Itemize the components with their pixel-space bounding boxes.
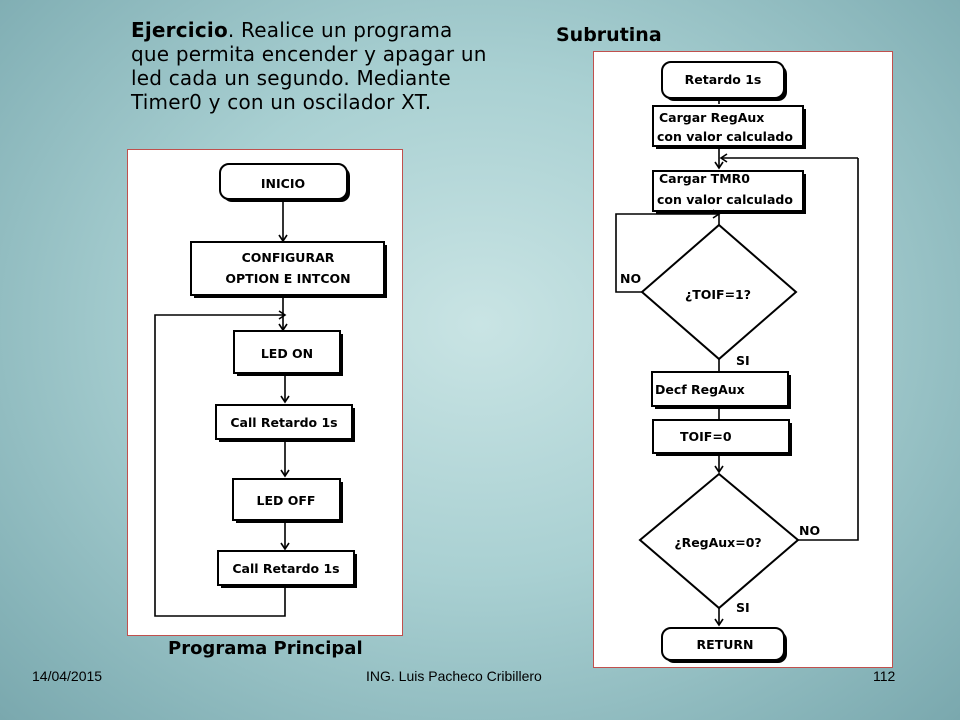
main-program-panel: INICIO CONFIGURAR OPTION E INTCON LED ON…: [127, 149, 403, 636]
return-terminal: [661, 627, 785, 661]
regaux-no-label: NO: [799, 523, 820, 538]
footer-date: 14/04/2015: [32, 668, 103, 684]
cargar-tmr0-label-2: con valor calculado: [657, 192, 793, 207]
configurar-label-1: CONFIGURAR: [242, 250, 335, 265]
call-retardo-label-1: Call Retardo 1s: [230, 415, 337, 430]
call-retardo-box-1: [215, 404, 353, 440]
footer-page-number: 112: [873, 668, 896, 684]
call-retardo-label-2: Call Retardo 1s: [232, 561, 339, 576]
exercise-statement: Ejercicio. Realice un programa que permi…: [131, 18, 491, 114]
cargar-regaux-label-1: Cargar RegAux: [659, 110, 764, 125]
decf-regaux-label: Decf RegAux: [655, 382, 745, 397]
regaux-no-connector: [798, 158, 859, 541]
led-off-box: [232, 478, 341, 521]
toif-question: ¿TOIF=1?: [685, 287, 751, 302]
main-program-caption: Programa Principal: [168, 638, 363, 659]
exercise-text: . Realice un programa que permita encend…: [131, 18, 487, 114]
toif-no-connector: [615, 213, 719, 293]
cargar-regaux-box: [652, 105, 804, 147]
return-label: RETURN: [697, 637, 754, 652]
call-retardo-box-2: [217, 550, 355, 586]
main-flowchart: INICIO CONFIGURAR OPTION E INTCON LED ON…: [154, 163, 387, 617]
toif-clear-label: TOIF=0: [680, 429, 732, 444]
configurar-box: [190, 241, 385, 296]
toif-no-label: NO: [620, 271, 641, 286]
configurar-label-2: OPTION E INTCON: [225, 271, 350, 286]
cargar-regaux-label-2: con valor calculado: [657, 129, 793, 144]
main-loop-connector: [154, 314, 286, 617]
subroutine-flowchart: Retardo 1s Cargar RegAux con valor calcu…: [615, 61, 859, 663]
decf-regaux-box: [651, 371, 789, 407]
regaux-si-label: SI: [736, 600, 750, 615]
toif-si-label: SI: [736, 353, 750, 368]
inicio-label: INICIO: [261, 176, 305, 191]
retardo-label: Retardo 1s: [685, 72, 762, 87]
subroutine-title: Subrutina: [556, 24, 662, 46]
toif-clear-box: [652, 419, 790, 454]
retardo-terminal: [661, 61, 785, 99]
exercise-label: Ejercicio: [131, 18, 228, 42]
led-on-box: [233, 330, 341, 374]
regaux-question: ¿RegAux=0?: [674, 535, 761, 550]
led-off-label: LED OFF: [257, 493, 316, 508]
cargar-tmr0-box: [652, 170, 804, 212]
cargar-tmr0-label-1: Cargar TMR0: [659, 171, 750, 186]
subroutine-panel: Retardo 1s Cargar RegAux con valor calcu…: [593, 51, 893, 668]
led-on-label: LED ON: [261, 346, 313, 361]
footer-author: ING. Luis Pacheco Cribillero: [366, 668, 542, 684]
